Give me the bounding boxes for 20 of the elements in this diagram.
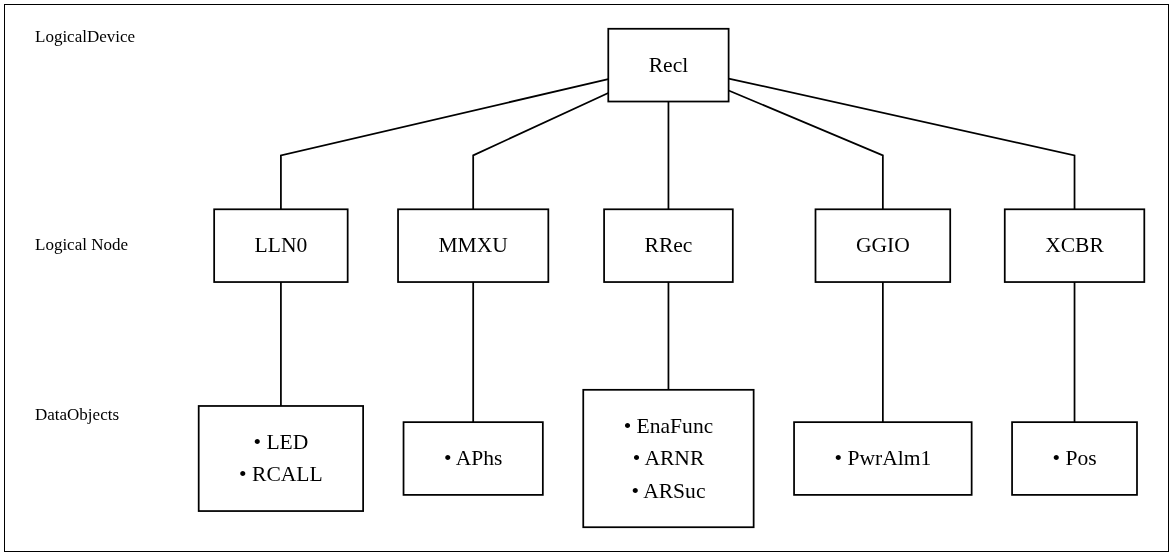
node-box: RRec <box>603 208 734 283</box>
connector <box>472 281 475 424</box>
level-label: DataObjects <box>35 405 121 425</box>
level-label: Logical Node <box>35 235 129 255</box>
connector <box>667 281 670 391</box>
node-box: Recl <box>607 27 730 103</box>
node-box: GGIO <box>814 208 952 283</box>
node-box: • LED • RCALL <box>197 405 364 512</box>
node-box: • Pos <box>1011 421 1138 496</box>
connector <box>882 281 884 424</box>
node-box: LLN0 <box>213 208 349 283</box>
node-box: • EnaFunc • ARNR • ARSuc <box>582 388 755 529</box>
node-box: • APhs <box>402 421 544 496</box>
node-box: • PwrAlm1 <box>793 421 973 496</box>
connector <box>1073 281 1076 424</box>
level-label: LogicalDevice <box>35 27 137 47</box>
node-box: MMXU <box>397 208 550 283</box>
connector <box>280 281 282 407</box>
node-box: XCBR <box>1003 208 1146 283</box>
connector <box>667 100 670 211</box>
